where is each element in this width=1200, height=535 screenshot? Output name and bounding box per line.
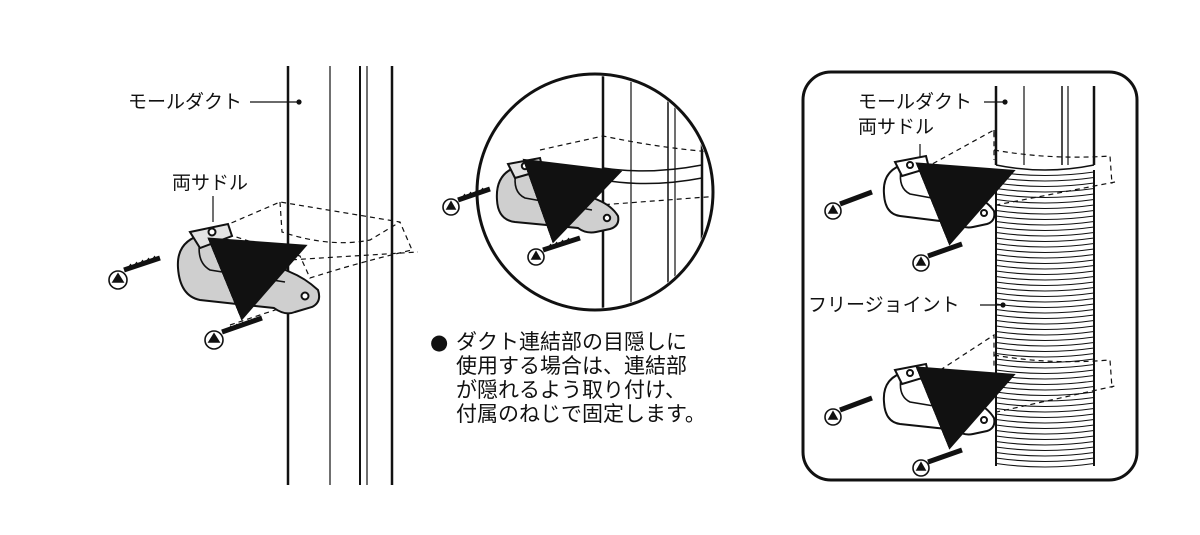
joint-rib [995, 341, 1095, 347]
right-top-screw-upper [824, 189, 873, 220]
joint-rib [995, 457, 1095, 463]
note-line: が隠れるよう取り付け、 [456, 378, 686, 402]
left-screw-top [108, 255, 161, 290]
left-duct-label: モールダクト [128, 91, 243, 113]
left-saddle-label: 両サドル [172, 172, 249, 194]
joint-rib [995, 347, 1095, 353]
right-panel-frame [801, 70, 1139, 482]
right-joint-label: フリージョイント [808, 294, 960, 316]
joint-rib [995, 303, 1095, 309]
joint-rib [995, 248, 1095, 254]
joint-rib [995, 281, 1095, 287]
joint-rib [995, 253, 1095, 259]
note-line: 付属のねじで固定します。 [456, 402, 706, 426]
joint-rib [995, 308, 1095, 314]
joint-rib [995, 363, 1095, 369]
joint-rib [995, 358, 1095, 364]
joint-rib [995, 319, 1095, 325]
joint-rib [995, 275, 1095, 281]
joint-rib [995, 352, 1095, 358]
note-bullet: ● [430, 330, 449, 354]
note-lines: ダクト連結部の目隠しに 使用する場合は、連結部 が隠れるよう取り付け、 付属のね… [456, 330, 706, 426]
joint-rib [995, 259, 1095, 265]
joint-rib [995, 451, 1095, 457]
right-dashed-outlines [924, 128, 1116, 421]
joint-rib [995, 297, 1095, 303]
right-duct [994, 86, 1096, 171]
joint-rib [995, 325, 1095, 331]
left-leader-lines [212, 99, 302, 222]
mid-screw-top [442, 186, 491, 216]
right-bottom-screw-upper [824, 395, 873, 426]
joint-rib [995, 462, 1095, 468]
joint-rib [995, 336, 1095, 342]
left-screw-bottom [204, 315, 263, 350]
joint-rib [995, 292, 1095, 298]
joint-rib [995, 286, 1095, 292]
mid-insert-arrow [522, 158, 623, 244]
left-duct [286, 66, 394, 485]
note-line: ダクト連結部の目隠しに [456, 330, 687, 354]
right-top-screw-lower [912, 241, 963, 272]
joint-rib [995, 314, 1095, 320]
joint-rib [995, 270, 1095, 276]
right-saddle-label: 両サドル [858, 116, 935, 138]
mid-screw-bottom [527, 235, 581, 266]
joint-rib [995, 264, 1095, 270]
left-insert-arrow [207, 237, 308, 321]
note-line: 使用する場合は、連結部 [456, 354, 687, 378]
joint-rib [995, 330, 1095, 336]
right-bottom-screw-lower [912, 447, 963, 477]
right-top-insert-arrow [915, 162, 1016, 246]
right-duct-label: モールダクト [858, 91, 973, 113]
right-bottom-insert-arrow [915, 366, 1016, 450]
